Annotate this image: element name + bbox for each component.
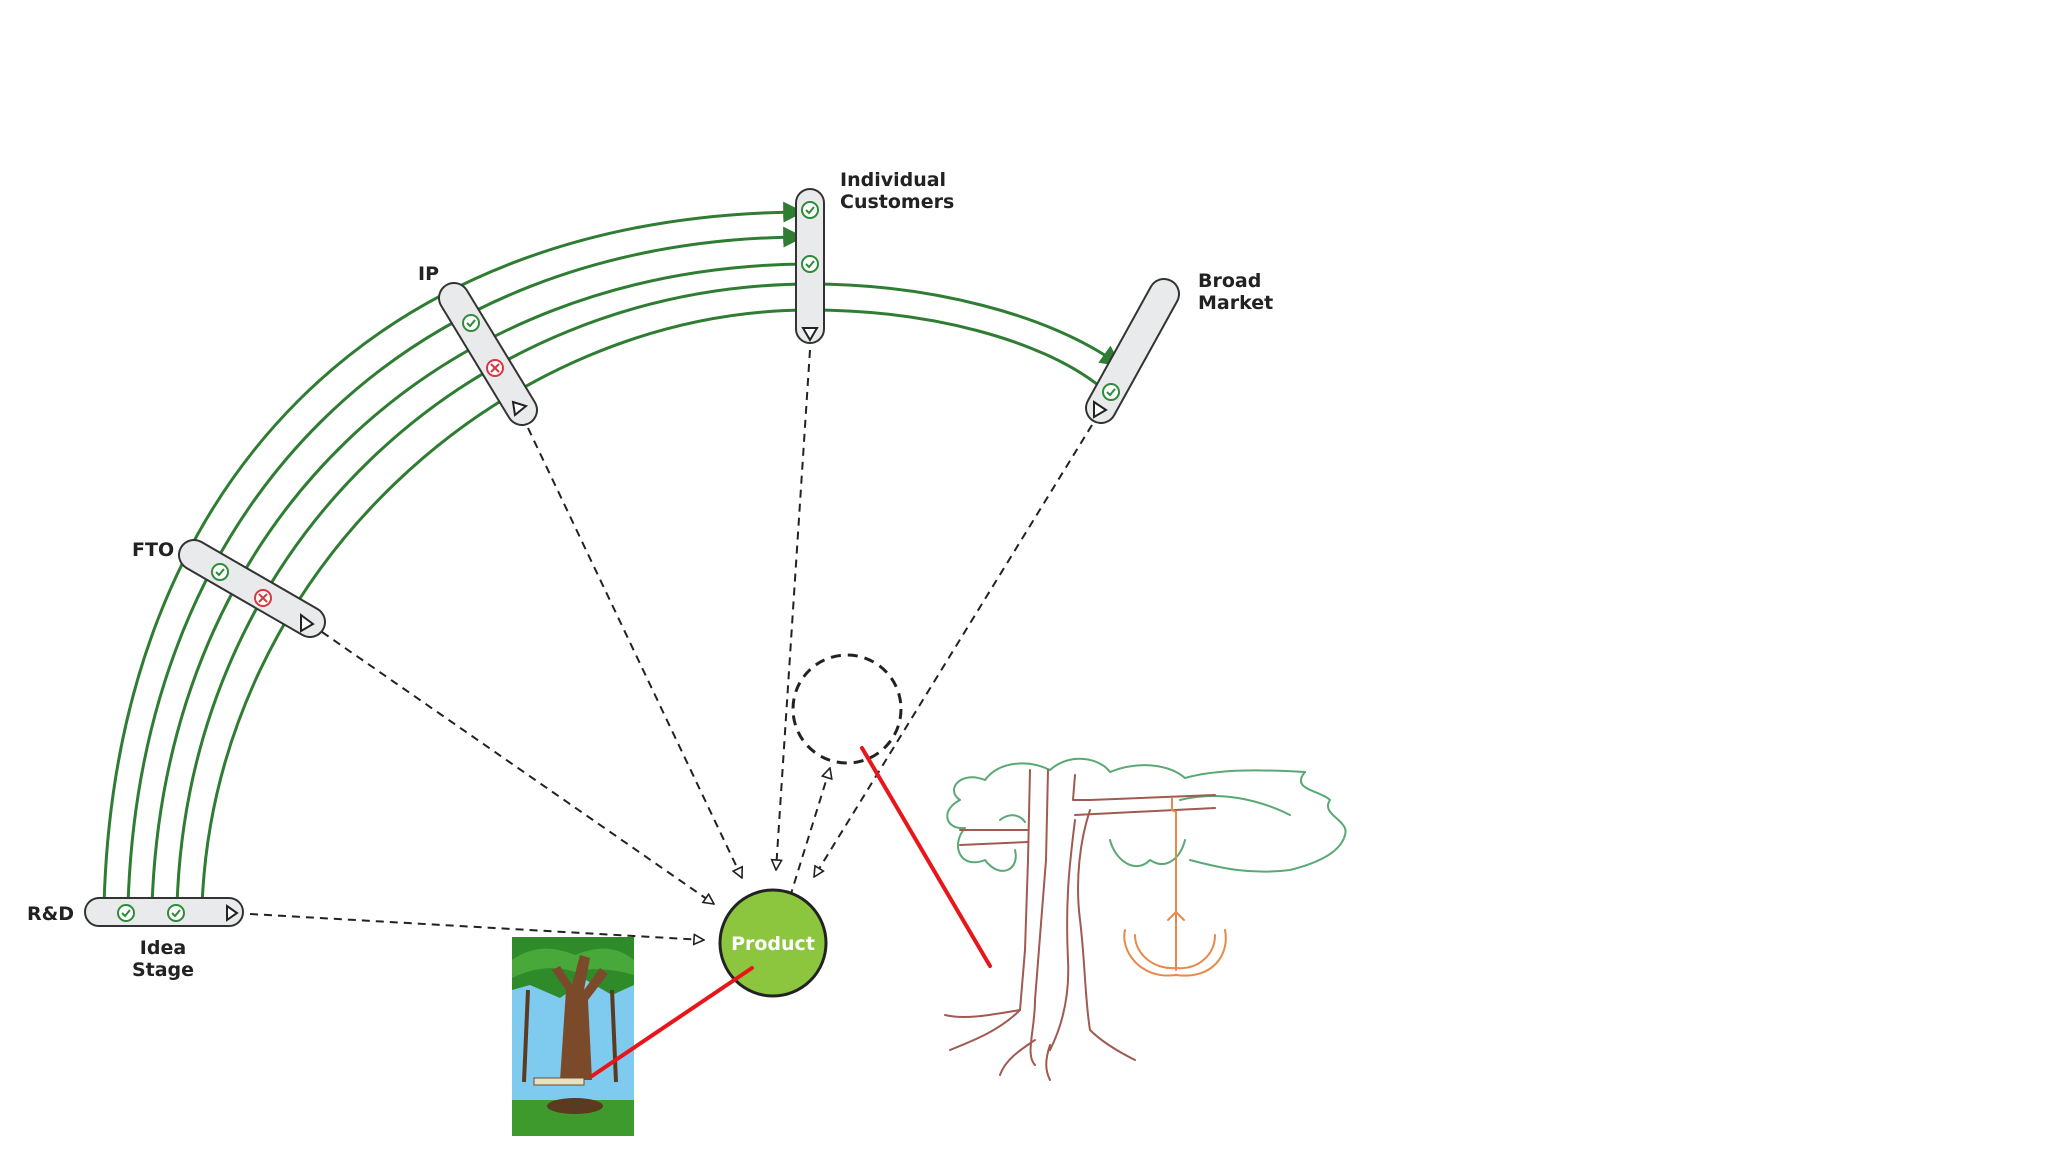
future-product-placeholder	[791, 653, 903, 765]
connector-future	[789, 768, 830, 898]
check-icon	[211, 563, 229, 581]
check-icon	[462, 314, 480, 332]
label-individual-line1: Individual	[840, 169, 946, 191]
play-triangle-icon	[1093, 400, 1108, 419]
label-broad-line1: Broad	[1198, 270, 1261, 292]
hand-drawn-tree-sketch	[944, 757, 1347, 1081]
play-triangle-icon	[511, 400, 529, 417]
label-idea-line1: Idea	[140, 937, 186, 959]
path-arc-3	[150, 262, 811, 907]
path-arc-4	[175, 282, 1122, 907]
path-arc-1	[102, 201, 805, 907]
cross-icon	[254, 589, 272, 607]
play-triangle-icon	[226, 904, 239, 922]
label-fto: FTO	[132, 539, 174, 561]
idea-stage-pill	[84, 897, 244, 927]
connector-ip	[527, 427, 742, 878]
path-arc-5	[200, 308, 1099, 907]
label-idea-line2: Stage	[132, 959, 194, 981]
red-pointer-line	[590, 966, 754, 1078]
play-triangle-icon	[801, 327, 819, 342]
individual-customers-pill	[795, 188, 825, 344]
connector-idea	[249, 913, 704, 940]
label-rd: R&D	[27, 903, 74, 925]
dashed-connectors	[249, 349, 1093, 940]
label-individual-line2: Customers	[840, 191, 954, 213]
cross-icon	[486, 359, 504, 377]
hand-drawn-anchor-sketch	[1123, 797, 1227, 977]
check-icon	[117, 904, 135, 922]
red-pointer-line	[860, 746, 992, 968]
connector-broad	[814, 424, 1093, 877]
check-icon	[801, 255, 819, 273]
connector-individual	[776, 349, 811, 870]
ip-pill	[438, 282, 538, 426]
label-broad-line2: Market	[1198, 292, 1273, 314]
development-paths	[102, 201, 1122, 907]
red-annotations	[590, 746, 992, 1078]
check-icon	[801, 201, 819, 219]
broad-market-pill	[1085, 278, 1180, 424]
path-arc-2	[126, 226, 805, 907]
check-icon	[1102, 383, 1120, 401]
product-label: Product	[731, 933, 815, 955]
check-icon	[167, 904, 185, 922]
tree-swing-cartoon	[512, 937, 634, 1136]
label-ip: IP	[418, 263, 439, 285]
connector-fto	[321, 631, 714, 904]
fto-pill	[178, 539, 326, 638]
play-triangle-icon	[300, 613, 315, 633]
